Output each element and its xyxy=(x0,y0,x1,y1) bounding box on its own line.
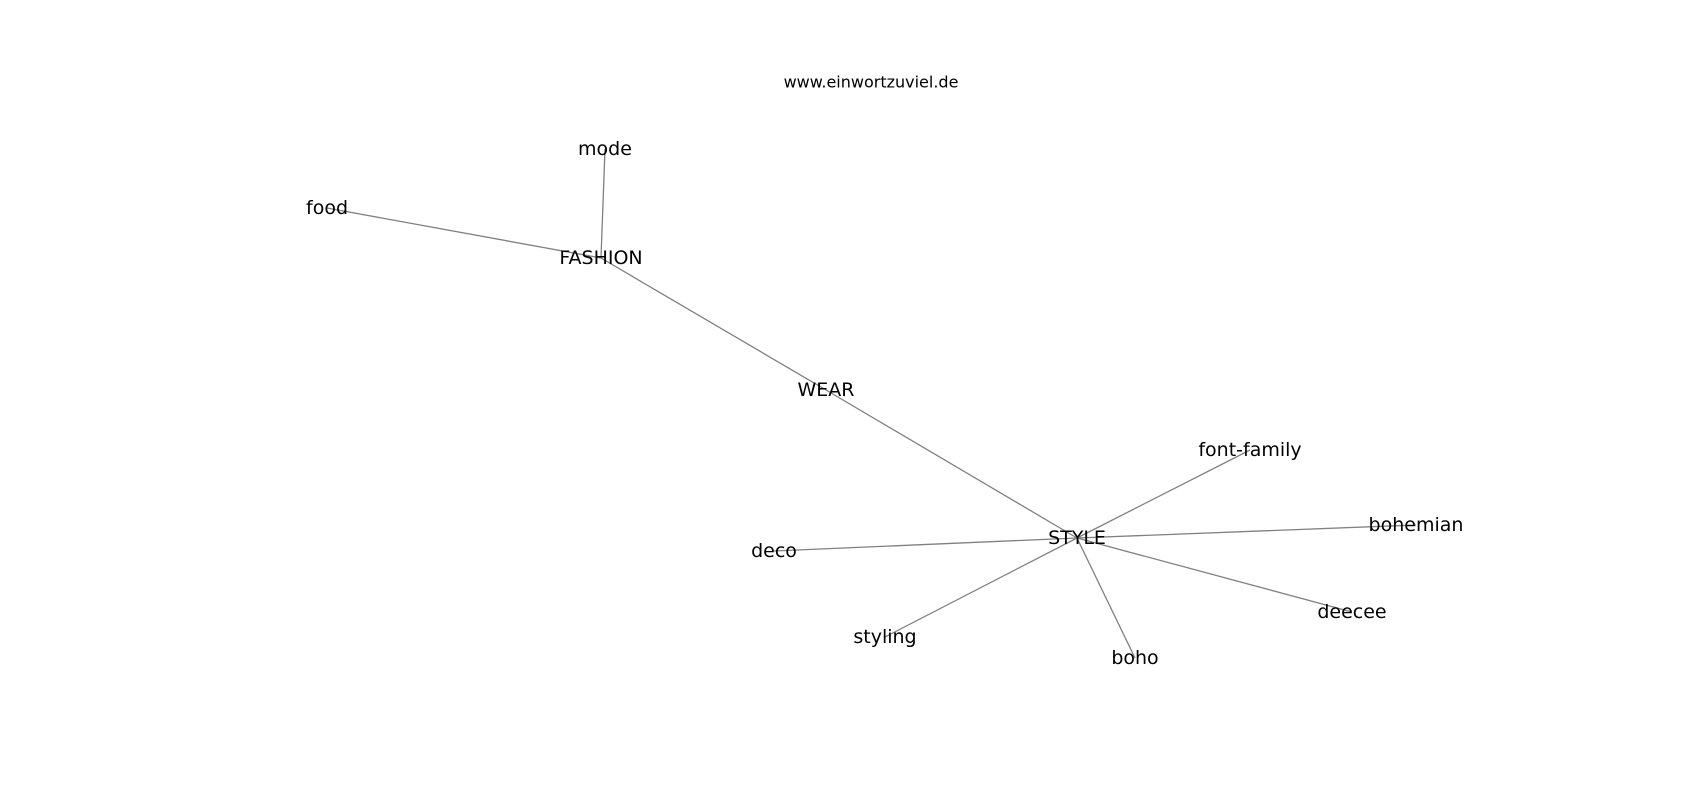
edge-style-boho xyxy=(1076,537,1136,659)
node-boho: boho xyxy=(1111,647,1158,669)
edge-style-bohemian xyxy=(1076,524,1417,539)
node-bohemian: bohemian xyxy=(1369,514,1464,536)
edges-group xyxy=(326,148,1417,659)
site-url-label: www.einwortzuviel.de xyxy=(784,73,959,92)
node-styling: styling xyxy=(853,626,916,648)
edge-fashion-wear xyxy=(600,257,827,391)
node-deecee: deecee xyxy=(1317,601,1386,623)
node-deco: deco xyxy=(751,540,797,562)
edge-style-font-family xyxy=(1076,449,1251,539)
edge-style-deecee xyxy=(1076,537,1353,613)
edge-fashion-mode xyxy=(600,148,606,259)
node-food: food xyxy=(306,197,348,219)
node-mode: mode xyxy=(578,138,632,160)
edge-wear-style xyxy=(825,389,1078,539)
node-wear: WEAR xyxy=(798,379,855,401)
edge-fashion-food xyxy=(326,207,602,259)
edge-style-styling xyxy=(884,537,1078,638)
node-fashion: FASHION xyxy=(559,247,642,269)
node-font-family: font-family xyxy=(1198,439,1301,461)
edge-style-deco xyxy=(773,537,1078,552)
node-style: STYLE xyxy=(1048,527,1106,549)
